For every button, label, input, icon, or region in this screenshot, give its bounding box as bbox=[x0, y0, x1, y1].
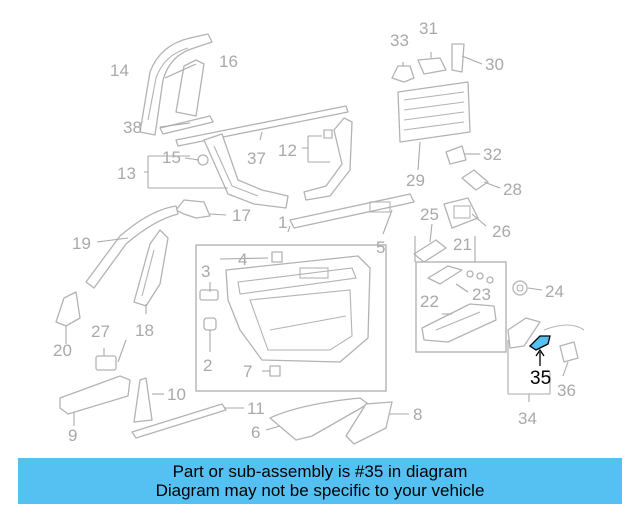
sunshade-part-29[interactable] bbox=[397, 81, 471, 143]
callout-2: 2 bbox=[203, 356, 212, 375]
clip-part-32[interactable] bbox=[445, 145, 467, 165]
callout-24: 24 bbox=[545, 282, 564, 301]
pillar-trim-part-18[interactable] bbox=[133, 229, 169, 307]
info-banner: Part or sub-assembly is #35 in diagram D… bbox=[18, 458, 622, 504]
callout-4: 4 bbox=[238, 250, 247, 269]
clip-part-7[interactable] bbox=[269, 365, 281, 377]
clip-part-15[interactable] bbox=[197, 154, 209, 166]
callout-18: 18 bbox=[135, 321, 154, 340]
handle-part-25[interactable] bbox=[413, 239, 447, 263]
armrest-box bbox=[415, 261, 507, 353]
callout-23: 23 bbox=[472, 285, 491, 304]
cover-part-20[interactable] bbox=[55, 291, 81, 327]
armrest-part-22[interactable] bbox=[421, 303, 497, 343]
callout-34: 34 bbox=[518, 409, 537, 428]
banner-line-1: Part or sub-assembly is #35 in diagram bbox=[172, 462, 468, 481]
switch-panel-part-26[interactable] bbox=[443, 197, 479, 229]
cap-part-24[interactable] bbox=[512, 280, 528, 296]
callout-6: 6 bbox=[251, 423, 260, 442]
trim-panel-part-8[interactable] bbox=[345, 401, 393, 445]
callout-8: 8 bbox=[413, 405, 422, 424]
callout-26: 26 bbox=[492, 222, 511, 241]
parts-diagram: 1 2 3 4 5 6 7 8 9 10 11 12 13 14 15 16 1… bbox=[53, 19, 585, 445]
highlighted-part-35[interactable] bbox=[528, 335, 551, 351]
callout-29: 29 bbox=[406, 171, 425, 190]
callout-20: 20 bbox=[53, 341, 72, 360]
trim-strip-part-5[interactable] bbox=[289, 193, 415, 229]
sill-trim-part-9[interactable] bbox=[59, 375, 131, 415]
bracket-part-17[interactable] bbox=[175, 199, 211, 219]
callout-22: 22 bbox=[420, 292, 439, 311]
callout-32: 32 bbox=[483, 145, 502, 164]
callout-5: 5 bbox=[376, 238, 385, 257]
callout-37: 37 bbox=[247, 149, 266, 168]
pillar-trim-part-14[interactable] bbox=[139, 33, 213, 136]
callout-12: 12 bbox=[278, 141, 297, 160]
sill-plate-part-11[interactable] bbox=[131, 403, 227, 439]
door-trim-panel-part-1[interactable] bbox=[225, 255, 371, 363]
callout-14: 14 bbox=[110, 61, 129, 80]
callout-9: 9 bbox=[68, 426, 77, 445]
trim-strip-part-38[interactable] bbox=[159, 115, 214, 135]
callout-17: 17 bbox=[232, 206, 251, 225]
callout-36: 36 bbox=[557, 381, 576, 400]
callout-1: 1 bbox=[278, 213, 287, 232]
cover-part-34[interactable] bbox=[507, 317, 541, 349]
trim-part-10[interactable] bbox=[133, 377, 153, 423]
pillar-trim-part-12[interactable] bbox=[303, 117, 353, 201]
pillar-trim-part-13[interactable] bbox=[203, 133, 289, 209]
pillar-trim-part-19[interactable] bbox=[85, 205, 179, 289]
bracket-part-28[interactable] bbox=[461, 169, 489, 191]
callout-31: 31 bbox=[419, 19, 438, 38]
callout-28: 28 bbox=[503, 180, 522, 199]
trim-strip-part-37[interactable] bbox=[175, 105, 349, 147]
clip-part-30[interactable] bbox=[451, 43, 465, 73]
callout-16: 16 bbox=[219, 52, 238, 71]
callout-13: 13 bbox=[117, 164, 136, 183]
clip-part-33[interactable] bbox=[391, 65, 415, 83]
callout-35[interactable]: 35 bbox=[530, 368, 551, 389]
banner-line-2: Diagram may not be specific to your vehi… bbox=[155, 481, 485, 500]
clip-part-3[interactable] bbox=[199, 289, 219, 301]
door-panel-box bbox=[195, 244, 387, 392]
pull-handle-part-23[interactable] bbox=[427, 265, 494, 285]
callout-21: 21 bbox=[453, 235, 472, 254]
clip-part-27[interactable] bbox=[95, 355, 117, 371]
callout-25: 25 bbox=[420, 205, 439, 224]
callout-15: 15 bbox=[162, 148, 181, 167]
callout-19: 19 bbox=[72, 234, 91, 253]
callout-27: 27 bbox=[91, 322, 110, 341]
clip-part-31[interactable] bbox=[417, 57, 447, 75]
cable-part-36[interactable] bbox=[543, 324, 585, 363]
callout-11: 11 bbox=[247, 399, 265, 418]
callout-7: 7 bbox=[243, 362, 252, 381]
callout-30: 30 bbox=[485, 55, 504, 74]
callout-10: 10 bbox=[167, 385, 186, 404]
pillar-trim-part-16[interactable] bbox=[175, 59, 205, 117]
screw-part-4[interactable] bbox=[271, 251, 283, 263]
clip-part-2[interactable] bbox=[203, 317, 217, 331]
callout-3: 3 bbox=[201, 262, 210, 281]
callout-38: 38 bbox=[123, 118, 142, 137]
callout-33: 33 bbox=[390, 31, 409, 50]
